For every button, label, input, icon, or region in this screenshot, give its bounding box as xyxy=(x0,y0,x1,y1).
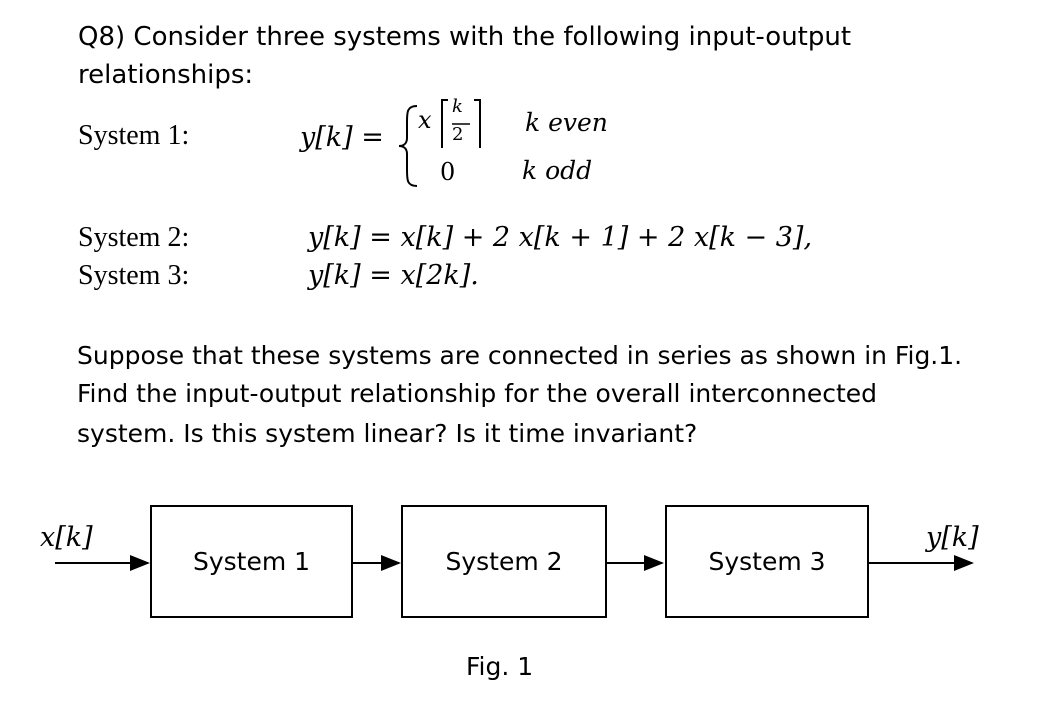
system-2-equation: y[k] = x[k] + 2 x[k + 1] + 2 x[k − 3], xyxy=(308,222,813,253)
system-1-label: System 1: xyxy=(78,120,190,151)
fraction-numerator: k xyxy=(452,96,463,117)
figure-caption: Fig. 1 xyxy=(466,652,534,681)
diagram-output-label: y[k] xyxy=(926,522,979,553)
block-system-2: System 2 xyxy=(401,505,607,618)
system-1-case2-value: 0 xyxy=(440,158,456,186)
question-title-line-2: relationships: xyxy=(78,60,254,90)
system-3-label: System 3: xyxy=(78,260,190,291)
paragraph-line-3: system. Is this system linear? Is it tim… xyxy=(77,419,698,448)
question-title-line-1: Q8) Consider three systems with the foll… xyxy=(78,22,852,52)
system-2-label: System 2: xyxy=(78,222,190,253)
block-system-1: System 1 xyxy=(150,505,353,618)
block-system-3: System 3 xyxy=(665,505,869,618)
fraction-denominator: 2 xyxy=(452,124,464,145)
system-1-case2-condition: k odd xyxy=(522,156,593,185)
paragraph-line-2: Find the input-output relationship for t… xyxy=(77,379,878,408)
ceil-bracket-icon xyxy=(441,99,481,148)
diagram-input-label: x[k] xyxy=(40,522,93,553)
system-1-lhs: y[k] = xyxy=(300,122,384,153)
system-1-case1-x: x xyxy=(418,106,432,134)
paragraph-line-1: Suppose that these systems are connected… xyxy=(77,341,963,370)
left-brace-icon xyxy=(398,105,418,187)
system-1-case1-condition: k even xyxy=(525,108,608,137)
system-3-equation: y[k] = x[2k]. xyxy=(308,260,479,291)
